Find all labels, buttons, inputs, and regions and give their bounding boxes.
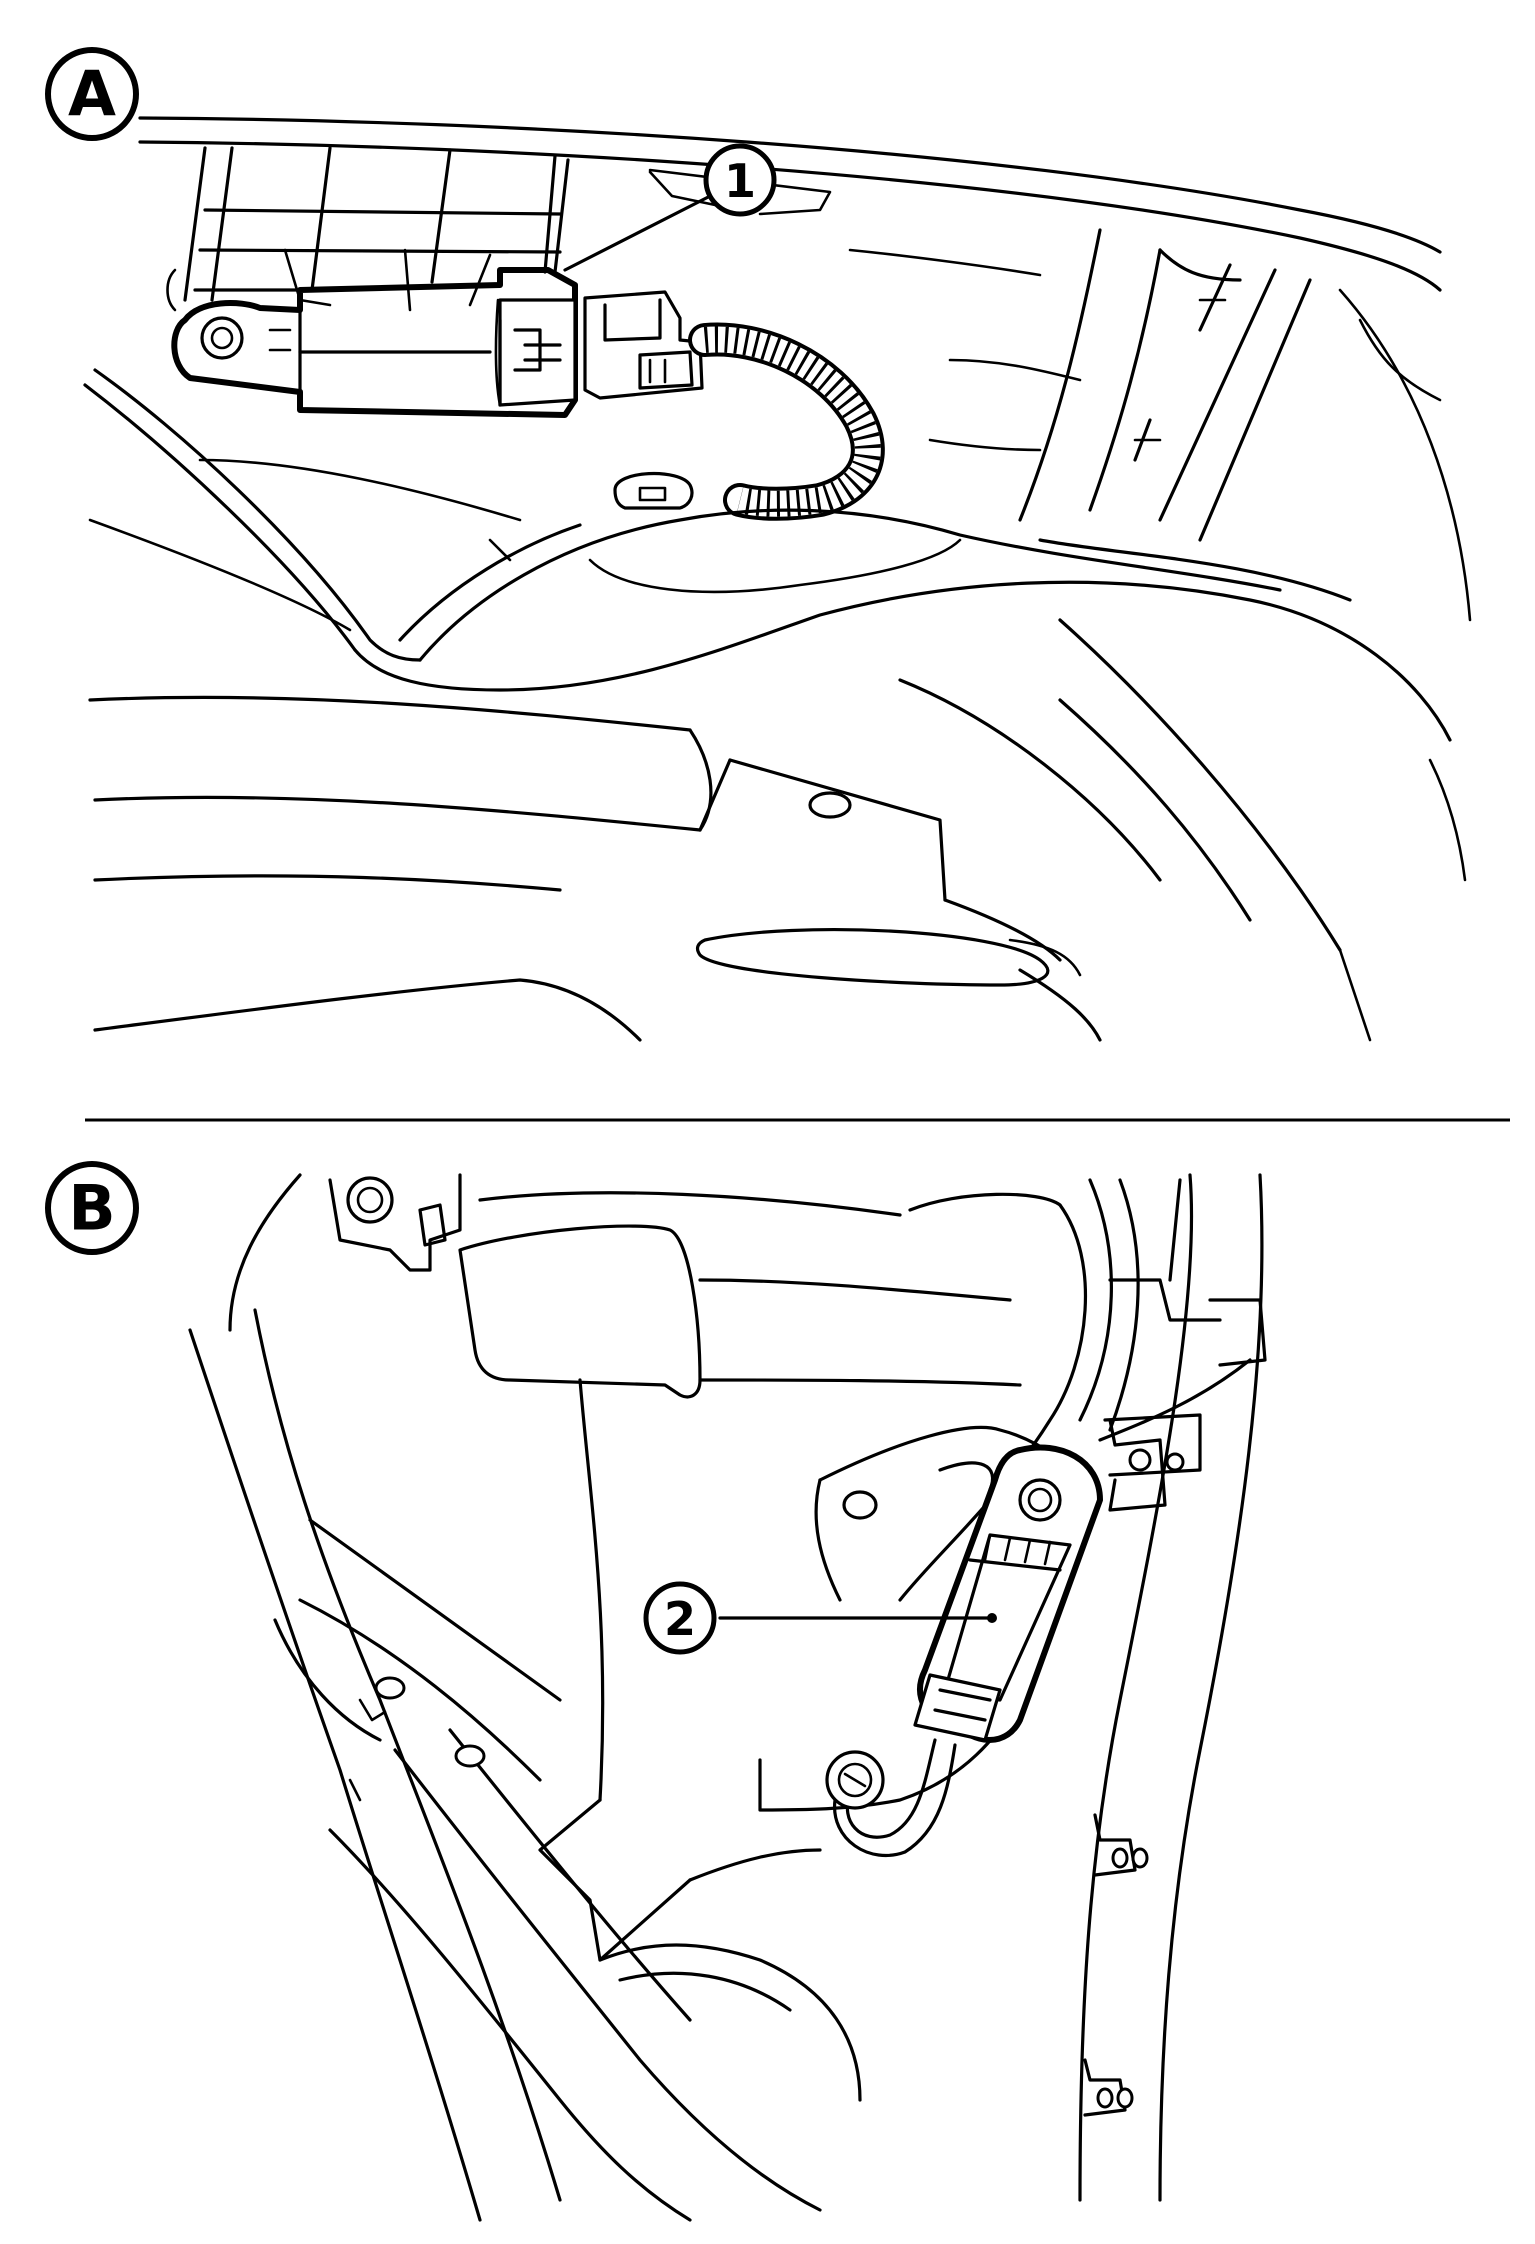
floor-contours (88, 618, 1467, 1042)
sensor-2 (833, 1444, 1103, 1858)
panel-b: B (45, 1161, 1267, 2222)
wire-harness (688, 322, 885, 521)
panel-a-label: A (45, 47, 139, 141)
lower-contours (328, 1778, 862, 2222)
sensor-1 (171, 267, 578, 418)
panel-b-letter: B (68, 1172, 115, 1245)
panel-a: A (45, 47, 1472, 1042)
leader-line-1 (563, 188, 724, 272)
raised-panel (458, 1224, 822, 1962)
inner-panel-left (188, 1173, 822, 2222)
trim-panel-contours (83, 248, 1452, 742)
center-contours (478, 1178, 1267, 1602)
body-side-panel (1078, 1173, 1264, 2202)
callout-2-number: 2 (664, 1592, 696, 1646)
harness-clip (613, 471, 694, 510)
grommet (825, 1750, 885, 1810)
panel-b-label: B (45, 1161, 139, 1255)
pillar-trim (1018, 228, 1472, 622)
callout-1-number: 1 (724, 154, 756, 208)
callout-2: 2 (643, 1581, 717, 1655)
roof-edge-lines (138, 116, 1442, 292)
panel-a-letter: A (68, 58, 116, 131)
callout-1: 1 (703, 143, 777, 217)
bolt-boss-top (328, 1173, 462, 1272)
harness-connector (583, 290, 704, 400)
